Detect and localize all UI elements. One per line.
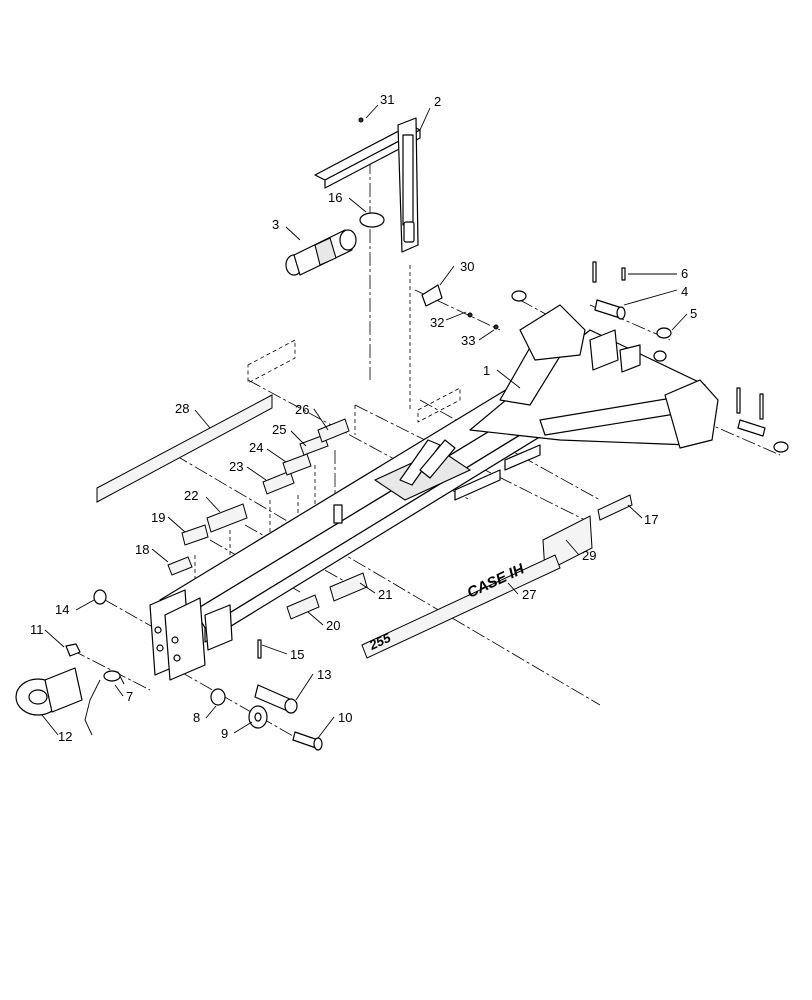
callout-29: 29 (582, 548, 596, 563)
callout-26: 26 (295, 402, 309, 417)
callout-14: 14 (55, 602, 69, 617)
callout-21: 21 (378, 587, 392, 602)
jack-stand (314, 117, 421, 253)
callout-5: 5 (690, 306, 697, 321)
callout-6: 6 (681, 266, 688, 281)
callout-16: 16 (328, 190, 342, 205)
callout-labels: 2 31 16 3 30 32 33 6 4 5 1 28 26 25 24 2… (30, 92, 697, 744)
callout-2: 2 (434, 94, 441, 109)
callout-31: 31 (380, 92, 394, 107)
phantom-decal-outlines (247, 339, 461, 423)
callout-4: 4 (681, 284, 688, 299)
callout-22: 22 (184, 488, 198, 503)
callout-1: 1 (483, 363, 490, 378)
callout-3: 3 (272, 217, 279, 232)
decals (96, 394, 633, 659)
callout-23: 23 (229, 459, 243, 474)
callout-25: 25 (272, 422, 286, 437)
callout-11: 11 (30, 622, 44, 637)
callout-9: 9 (221, 726, 228, 741)
callout-19: 19 (151, 510, 165, 525)
callout-33: 33 (461, 333, 475, 348)
tongue-frame (149, 304, 719, 681)
callout-20: 20 (326, 618, 340, 633)
callout-32: 32 (430, 315, 444, 330)
callout-17: 17 (644, 512, 658, 527)
callout-7: 7 (126, 689, 133, 704)
leader-lines (41, 104, 688, 739)
callout-8: 8 (193, 710, 200, 725)
callout-10: 10 (338, 710, 352, 725)
hose-holder (285, 229, 357, 276)
callout-15: 15 (290, 647, 304, 662)
callout-24: 24 (249, 440, 263, 455)
callout-28: 28 (175, 401, 189, 416)
callout-30: 30 (460, 259, 474, 274)
callout-12: 12 (58, 729, 72, 744)
callout-27: 27 (522, 587, 536, 602)
hardware (15, 117, 789, 751)
callout-13: 13 (317, 667, 331, 682)
callout-18: 18 (135, 542, 149, 557)
